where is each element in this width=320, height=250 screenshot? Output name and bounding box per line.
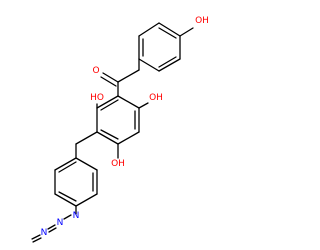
double-bond-inner: [100, 129, 119, 140]
bond: [75, 193, 98, 207]
azide-n1-label: N: [73, 211, 80, 221]
oh-label-left: HO: [90, 93, 104, 103]
bond: [63, 214, 72, 220]
azidophenyl-ring: [54, 157, 98, 215]
double-bond-inner: [58, 161, 77, 173]
double-bond: [47, 224, 56, 230]
molecule-canvas: OH O HO OH OH N N N: [31, 16, 209, 243]
bond: [96, 95, 119, 109]
bond: [75, 157, 98, 171]
double-bond-inner: [158, 56, 177, 68]
bond: [54, 193, 77, 207]
bond-to-oh: [138, 102, 149, 109]
carbonyl-bond: [102, 72, 119, 83]
central-ring: [96, 95, 149, 159]
double-bond: [32, 237, 42, 243]
double-bond-inner: [58, 191, 77, 202]
azide-n3-label: N: [41, 228, 48, 238]
bond-to-oh: [179, 27, 194, 37]
bond: [117, 95, 140, 109]
oh-label-bottom: OH: [111, 159, 125, 169]
bond: [138, 22, 160, 37]
azide-group: [31, 214, 72, 243]
propanone-chain: [100, 58, 140, 97]
oh-label-top: OH: [195, 16, 209, 26]
azide-n2-label: N: [57, 218, 64, 228]
bond: [117, 69, 140, 83]
double-bond: [31, 234, 41, 240]
bond: [54, 157, 77, 171]
carbonyl-bond: [100, 76, 117, 87]
bond: [158, 22, 181, 37]
structure-drawing: OH O HO OH OH N N N: [31, 16, 209, 243]
bond: [158, 58, 181, 72]
double-bond: [48, 227, 57, 233]
oh-label-right: OH: [149, 93, 163, 103]
bond: [75, 131, 98, 145]
bond: [138, 58, 160, 72]
bond: [96, 131, 119, 145]
ketone-oxygen-label: O: [92, 66, 99, 76]
top-phenol-ring: [138, 22, 194, 72]
bond: [117, 131, 140, 145]
benzyl-linker: [75, 131, 98, 159]
double-bond-inner: [100, 99, 119, 111]
double-bond-inner: [158, 27, 177, 39]
